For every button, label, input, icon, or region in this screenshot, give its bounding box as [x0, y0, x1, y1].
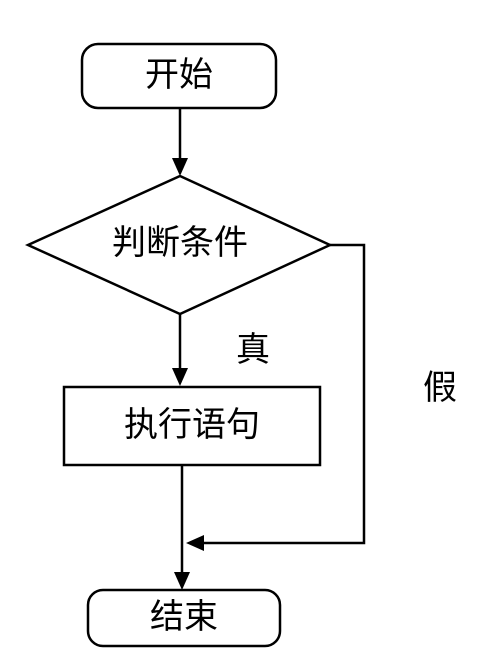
action-node-label: 执行语句 — [124, 405, 260, 445]
edge-start-to-condition — [172, 108, 188, 176]
start-node-label: 开始 — [145, 55, 213, 95]
end-node-shape — [86, 588, 282, 648]
edge-action-to-end — [174, 465, 190, 590]
true-branch-label: 真 — [236, 330, 270, 370]
condition-node-label: 判断条件 — [112, 223, 248, 263]
arrow-down-icon — [174, 572, 190, 590]
edge-false-branch — [186, 243, 366, 551]
arrow-down-icon — [172, 368, 188, 386]
action-node: 执行语句 — [62, 385, 322, 467]
condition-node: 判断条件 — [24, 174, 333, 316]
arrow-down-icon — [172, 158, 188, 176]
false-branch-label: 假 — [423, 368, 457, 408]
edge-condition-to-action — [172, 314, 188, 386]
arrow-left-icon — [186, 535, 204, 551]
start-node: 开始 — [80, 42, 278, 110]
end-node: 结束 — [86, 588, 282, 648]
action-node-shape — [62, 385, 322, 467]
end-node-label: 结束 — [150, 597, 218, 637]
